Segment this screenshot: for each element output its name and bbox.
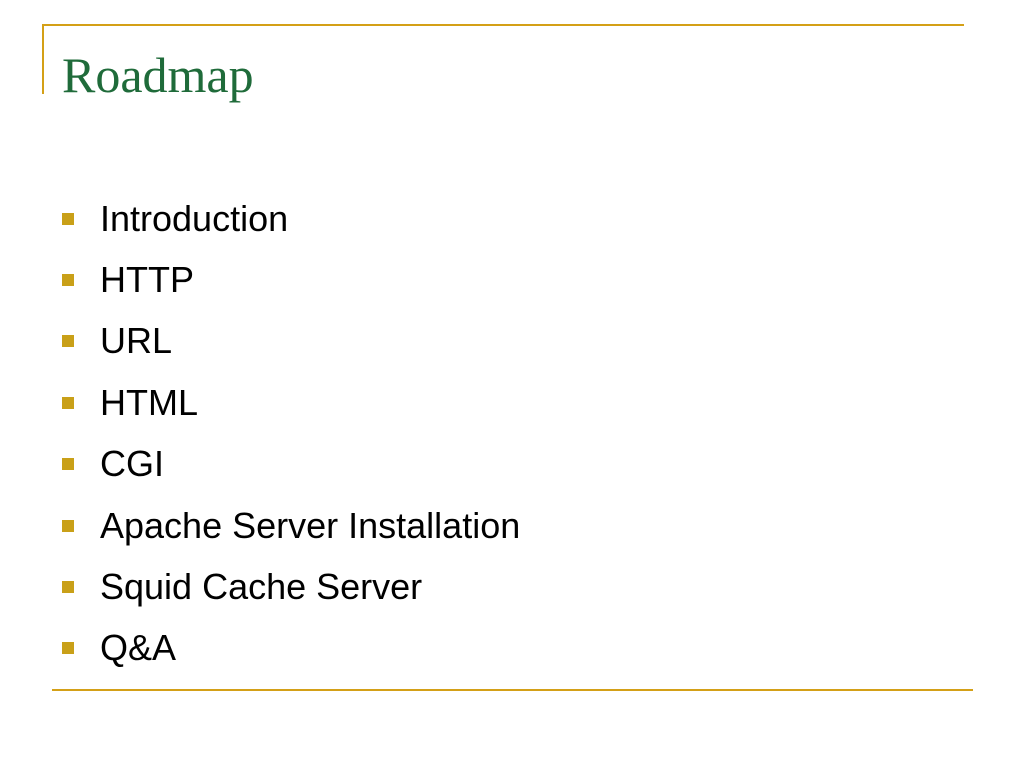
square-bullet-icon: [62, 458, 74, 471]
bullet-text: HTTP: [100, 259, 194, 301]
bullet-text: HTML: [100, 381, 198, 423]
bottom-divider-line: [52, 689, 973, 691]
bullet-item-http: HTTP: [62, 249, 520, 310]
slide-title: Roadmap: [62, 47, 254, 103]
bullet-item-html: HTML: [62, 372, 520, 433]
bullet-text: Q&A: [100, 627, 177, 669]
bullet-item-squid-cache-server: Squid Cache Server: [62, 556, 520, 617]
square-bullet-icon: [62, 519, 74, 532]
bullet-text: Apache Server Installation: [100, 504, 521, 546]
bullet-item-q-and-a: Q&A: [62, 618, 520, 679]
square-bullet-icon: [62, 396, 74, 409]
square-bullet-icon: [62, 212, 74, 225]
bullet-text: URL: [100, 320, 173, 362]
bullet-item-cgi: CGI: [62, 434, 520, 495]
bullet-text: Squid Cache Server: [100, 566, 423, 608]
square-bullet-icon: [62, 335, 74, 348]
bullet-text: Introduction: [100, 197, 289, 239]
square-bullet-icon: [62, 274, 74, 287]
bullet-item-introduction: Introduction: [62, 188, 520, 249]
bullet-text: CGI: [100, 443, 165, 485]
square-bullet-icon: [62, 642, 74, 655]
square-bullet-icon: [62, 581, 74, 594]
left-accent-line: [42, 24, 44, 94]
bullet-item-apache-server-installation: Apache Server Installation: [62, 495, 520, 556]
top-divider-line: [42, 24, 964, 26]
bullet-list: Introduction HTTP URL HTML CGI Apache Se…: [62, 188, 520, 679]
bullet-item-url: URL: [62, 311, 520, 372]
